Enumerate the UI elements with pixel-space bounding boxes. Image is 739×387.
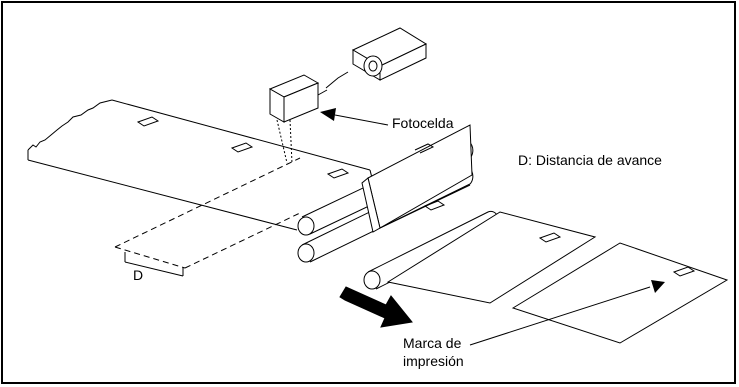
paper-web [27, 99, 373, 277]
photocell-icon [268, 74, 328, 164]
cut-sheet-1 [386, 211, 597, 304]
feed-direction-arrow [339, 286, 413, 328]
photocell-label: Fotocelda [392, 115, 454, 131]
print-mark-label-line1: Marca de [403, 335, 462, 351]
print-mark-pointer [469, 280, 665, 346]
cut-sheet-2 [511, 242, 729, 344]
advance-distance-label: D: Distancia de avance [518, 152, 662, 168]
print-mark-label-line2: impresión [403, 353, 464, 369]
cutter-blade [361, 124, 473, 233]
camera-icon [325, 27, 428, 89]
photocell-pointer [320, 108, 389, 126]
distance-d-label: D [133, 267, 143, 283]
